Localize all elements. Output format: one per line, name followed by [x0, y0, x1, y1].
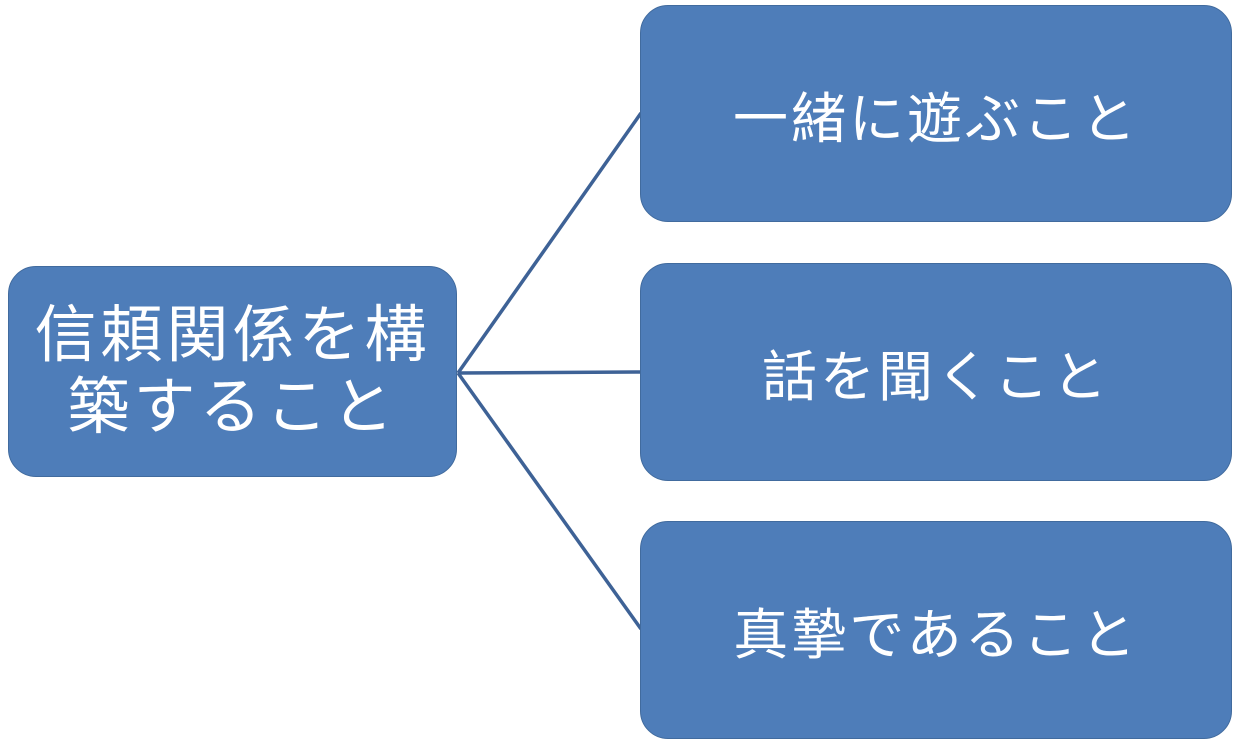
- child-node-sincere-label: 真摯であること: [733, 604, 1139, 666]
- child-node-listen-label: 話を聞くこと: [761, 346, 1110, 408]
- child-node-play: 一緒に遊ぶこと: [640, 5, 1232, 222]
- connector-line-bottom: [456, 371, 643, 631]
- connector-line-top: [456, 111, 643, 375]
- child-node-play-label: 一緒に遊ぶこと: [732, 87, 1139, 150]
- root-node-label-line-1: 信頼関係を構: [34, 301, 431, 371]
- root-node: 信頼関係を構築すること: [8, 266, 457, 477]
- child-node-listen: 話を聞くこと: [640, 263, 1232, 481]
- child-node-sincere: 真摯であること: [640, 521, 1232, 739]
- root-node-label: 信頼関係を構築すること: [28, 300, 438, 443]
- root-node-label-line-2: 築すること: [67, 372, 398, 442]
- connector-line-middle: [457, 370, 642, 375]
